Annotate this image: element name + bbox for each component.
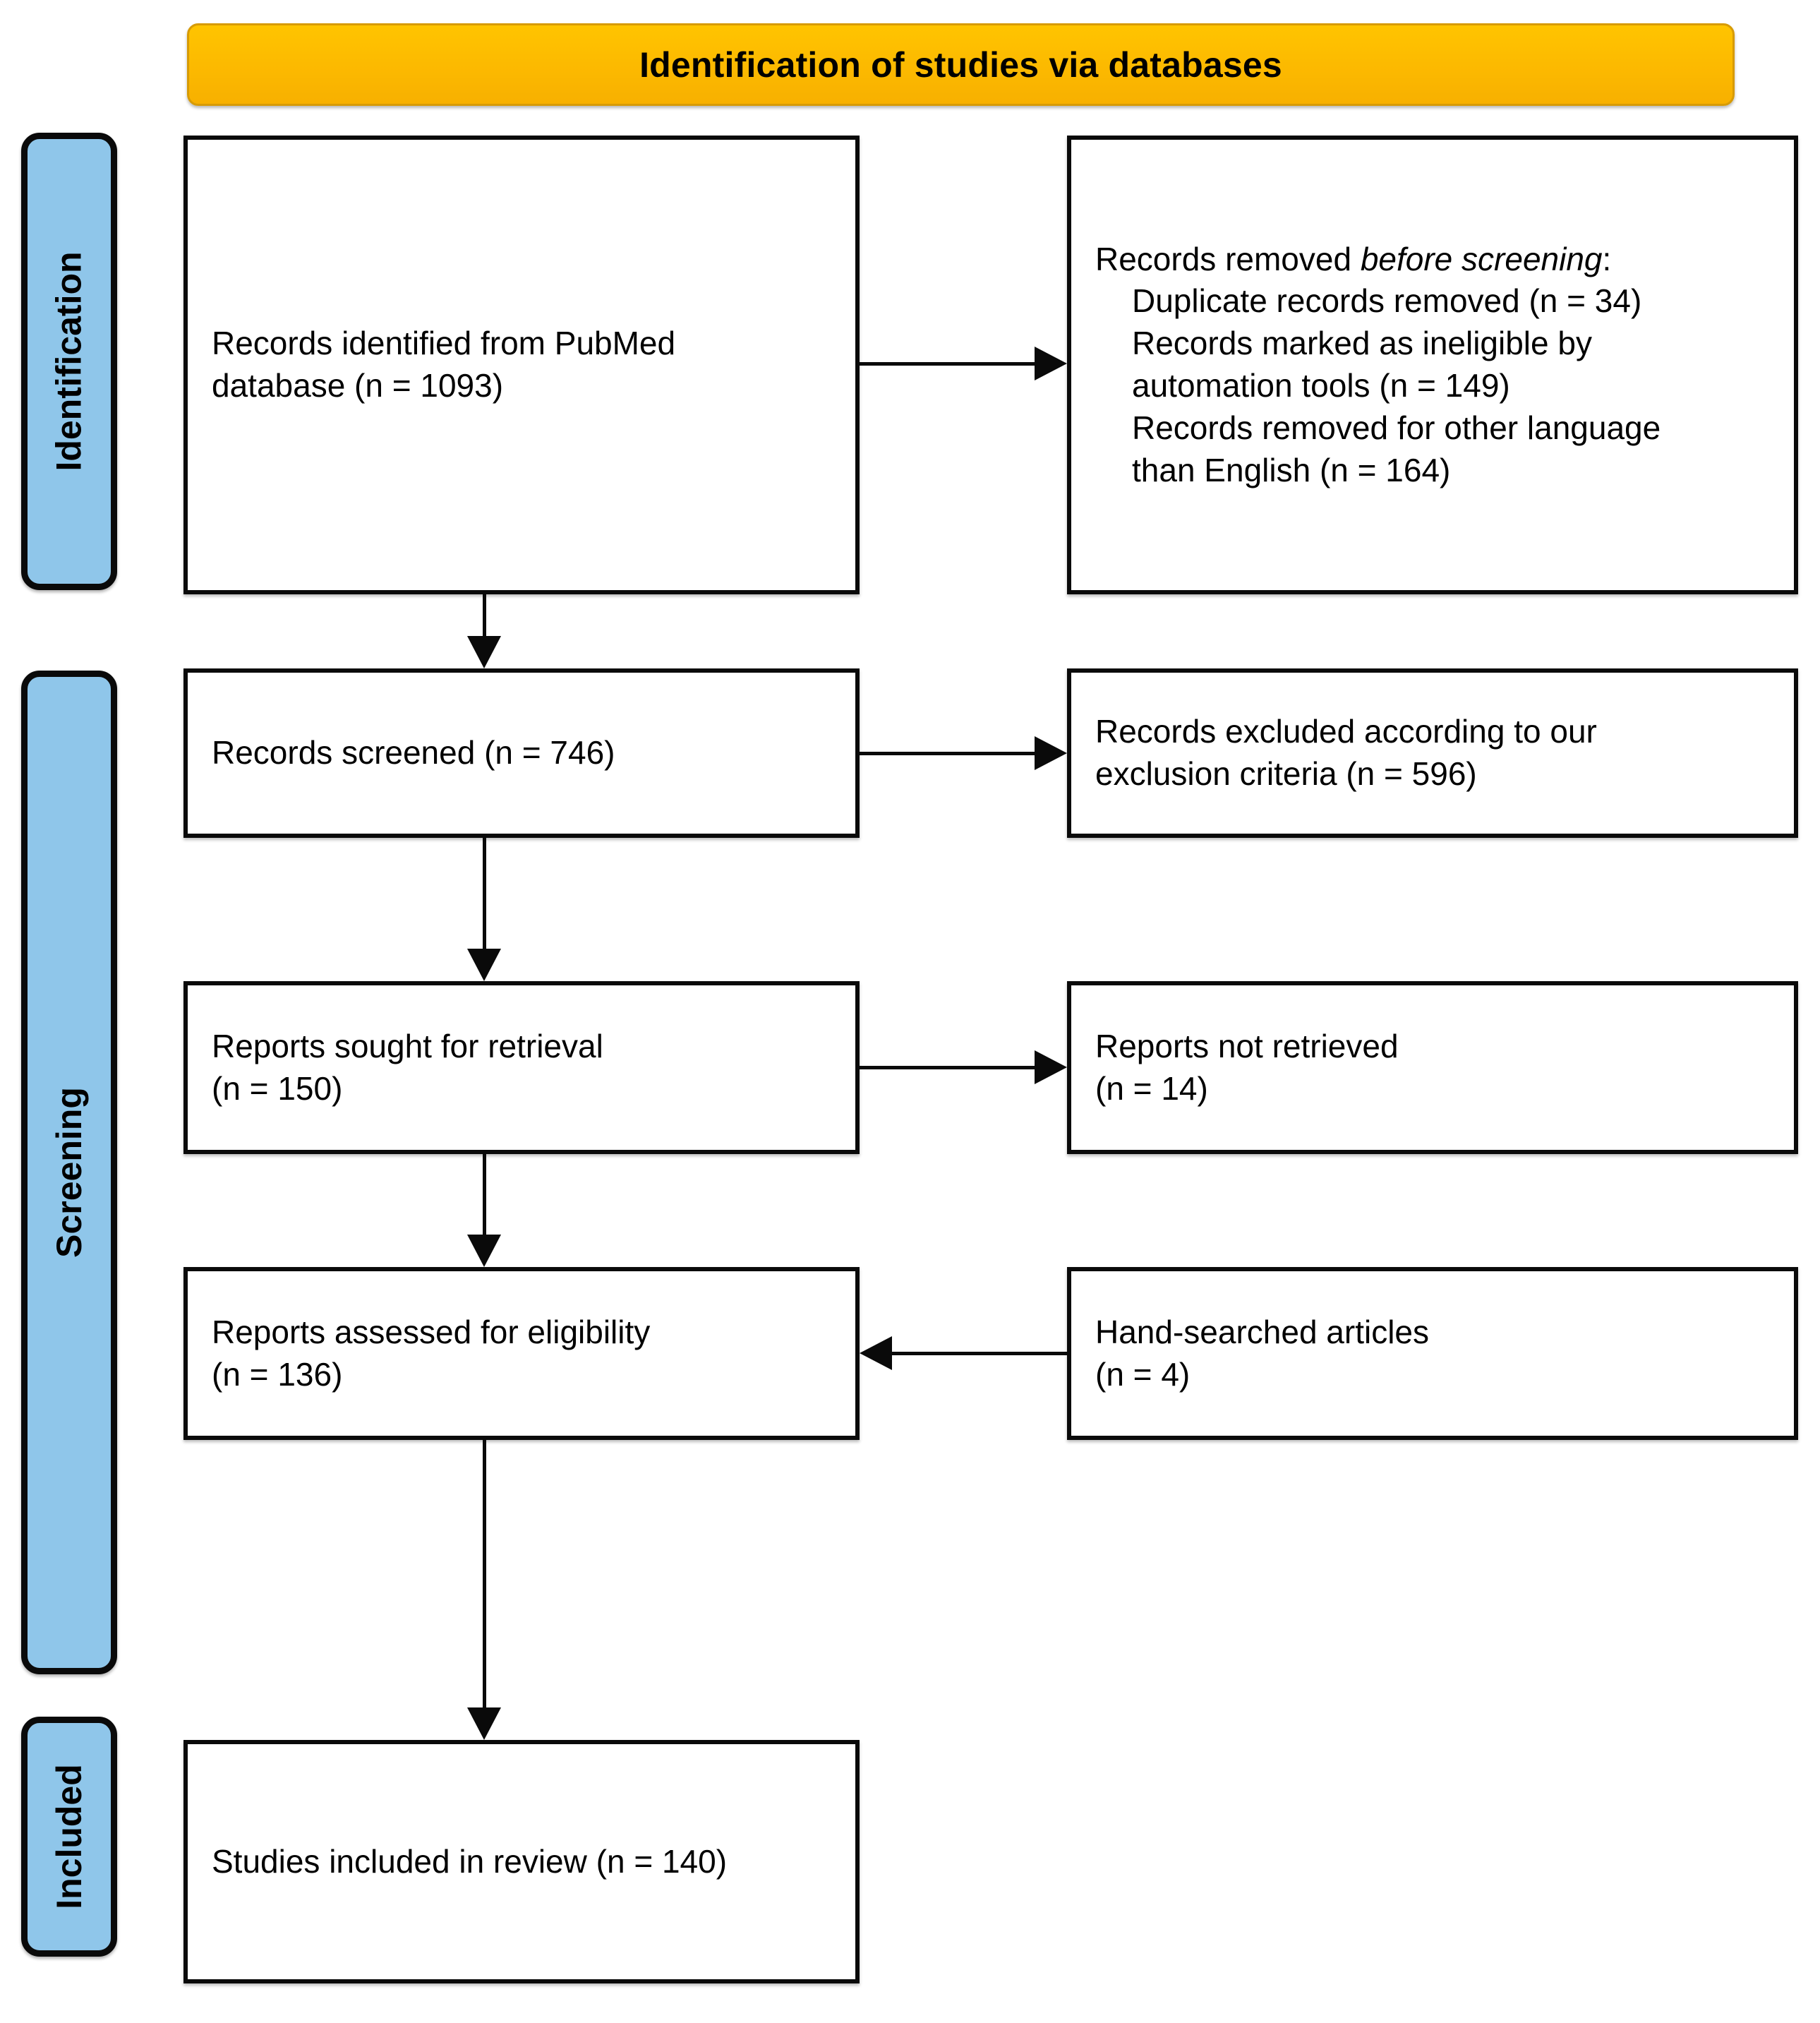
reports-sought-line-1: Reports sought for retrieval <box>212 1027 603 1064</box>
arrow-hand-searched-to-assessed <box>860 1321 1067 1385</box>
records-removed-heading-italic: before screening <box>1360 240 1603 277</box>
box-records-screened-text: Records screened (n = 746) <box>188 732 634 774</box>
stage-label-identification: Identification <box>21 133 117 590</box>
arrow-shaft <box>483 838 486 951</box>
arrow-head-left-icon <box>860 1336 892 1370</box>
records-removed-sublist: Duplicate records removed (n = 34) Recor… <box>1095 280 1661 491</box>
list-item: automation tools (n = 149) <box>1132 367 1510 404</box>
box-reports-sought-for-retrieval: Reports sought for retrieval (n = 150) <box>183 981 860 1154</box>
records-excluded-line-2: exclusion criteria (n = 596) <box>1095 755 1477 792</box>
records-removed-heading: Records removed before screening: <box>1095 239 1661 281</box>
arrow-head-right-icon <box>1035 1050 1067 1084</box>
reports-not-retrieved-line-2: (n = 14) <box>1095 1069 1208 1107</box>
stage-label-screening-text: Screening <box>49 1087 89 1258</box>
arrow-head-right-icon <box>1035 347 1067 380</box>
arrow-sought-to-not-retrieved <box>860 1035 1067 1099</box>
records-removed-heading-prefix: Records removed <box>1095 240 1361 277</box>
box-reports-assessed-for-eligibility: Reports assessed for eligibility (n = 13… <box>183 1267 860 1440</box>
arrow-sought-to-assessed <box>467 1154 501 1267</box>
stage-label-identification-text: Identification <box>49 251 90 472</box>
arrow-head-down-icon <box>467 949 501 981</box>
arrow-head-down-icon <box>467 636 501 668</box>
arrow-identified-to-screened <box>467 594 501 668</box>
list-item: Records removed for other language <box>1132 409 1661 446</box>
box-records-removed-before-screening: Records removed before screening: Duplic… <box>1067 136 1798 594</box>
box-reports-assessed-text: Reports assessed for eligibility (n = 13… <box>188 1311 670 1396</box>
box-records-identified: Records identified from PubMed database … <box>183 136 860 594</box>
diagram-header-banner: Identification of studies via databases <box>187 23 1735 106</box>
records-identified-line-2: database (n = 1093) <box>212 367 504 404</box>
box-records-identified-text: Records identified from PubMed database … <box>188 323 695 407</box>
arrow-shaft <box>860 1066 1039 1069</box>
box-records-excluded: Records excluded according to our exclus… <box>1067 668 1798 838</box>
records-excluded-line-1: Records excluded according to our <box>1095 713 1597 750</box>
diagram-title: Identification of studies via databases <box>639 44 1282 85</box>
arrow-shaft <box>888 1352 1067 1355</box>
studies-included-line-1: Studies included in review (n = 140) <box>212 1842 728 1880</box>
box-studies-included-in-review: Studies included in review (n = 140) <box>183 1740 860 1983</box>
arrow-head-down-icon <box>467 1707 501 1740</box>
arrow-screened-to-excluded <box>860 721 1067 785</box>
box-studies-included-text: Studies included in review (n = 140) <box>188 1841 747 1883</box>
list-item: Duplicate records removed (n = 34) <box>1132 282 1642 320</box>
arrow-head-down-icon <box>467 1235 501 1267</box>
box-records-excluded-text: Records excluded according to our exclus… <box>1071 711 1617 796</box>
list-item: than English (n = 164) <box>1132 451 1451 488</box>
box-reports-sought-text: Reports sought for retrieval (n = 150) <box>188 1026 623 1110</box>
records-removed-heading-suffix: : <box>1602 240 1612 277</box>
box-reports-not-retrieved-text: Reports not retrieved (n = 14) <box>1071 1026 1418 1110</box>
arrow-shaft <box>483 1440 486 1710</box>
arrow-shaft <box>483 1154 486 1237</box>
records-screened-line-1: Records screened (n = 746) <box>212 734 615 772</box>
records-identified-line-1: Records identified from PubMed <box>212 325 676 362</box>
box-records-screened: Records screened (n = 746) <box>183 668 860 838</box>
arrow-assessed-to-included <box>467 1440 501 1740</box>
list-item: Records marked as ineligible by <box>1132 325 1592 362</box>
hand-searched-line-1: Hand-searched articles <box>1095 1313 1430 1350</box>
arrow-identified-to-removed <box>860 332 1067 395</box>
reports-assessed-line-2: (n = 136) <box>212 1355 343 1393</box>
box-records-removed-text: Records removed before screening: Duplic… <box>1071 239 1680 492</box>
arrow-screened-to-sought <box>467 838 501 981</box>
box-hand-searched-text: Hand-searched articles (n = 4) <box>1071 1311 1449 1396</box>
hand-searched-line-2: (n = 4) <box>1095 1355 1191 1393</box>
reports-sought-line-2: (n = 150) <box>212 1069 343 1107</box>
arrow-shaft <box>860 362 1039 366</box>
arrow-shaft <box>860 752 1039 755</box>
reports-not-retrieved-line-1: Reports not retrieved <box>1095 1027 1399 1064</box>
arrow-shaft <box>483 594 486 638</box>
box-hand-searched-articles: Hand-searched articles (n = 4) <box>1067 1267 1798 1440</box>
reports-assessed-line-1: Reports assessed for eligibility <box>212 1313 651 1350</box>
box-reports-not-retrieved: Reports not retrieved (n = 14) <box>1067 981 1798 1154</box>
stage-label-screening: Screening <box>21 671 117 1674</box>
stage-label-included: Included <box>21 1717 117 1957</box>
arrow-head-right-icon <box>1035 736 1067 770</box>
stage-label-included-text: Included <box>49 1764 90 1909</box>
